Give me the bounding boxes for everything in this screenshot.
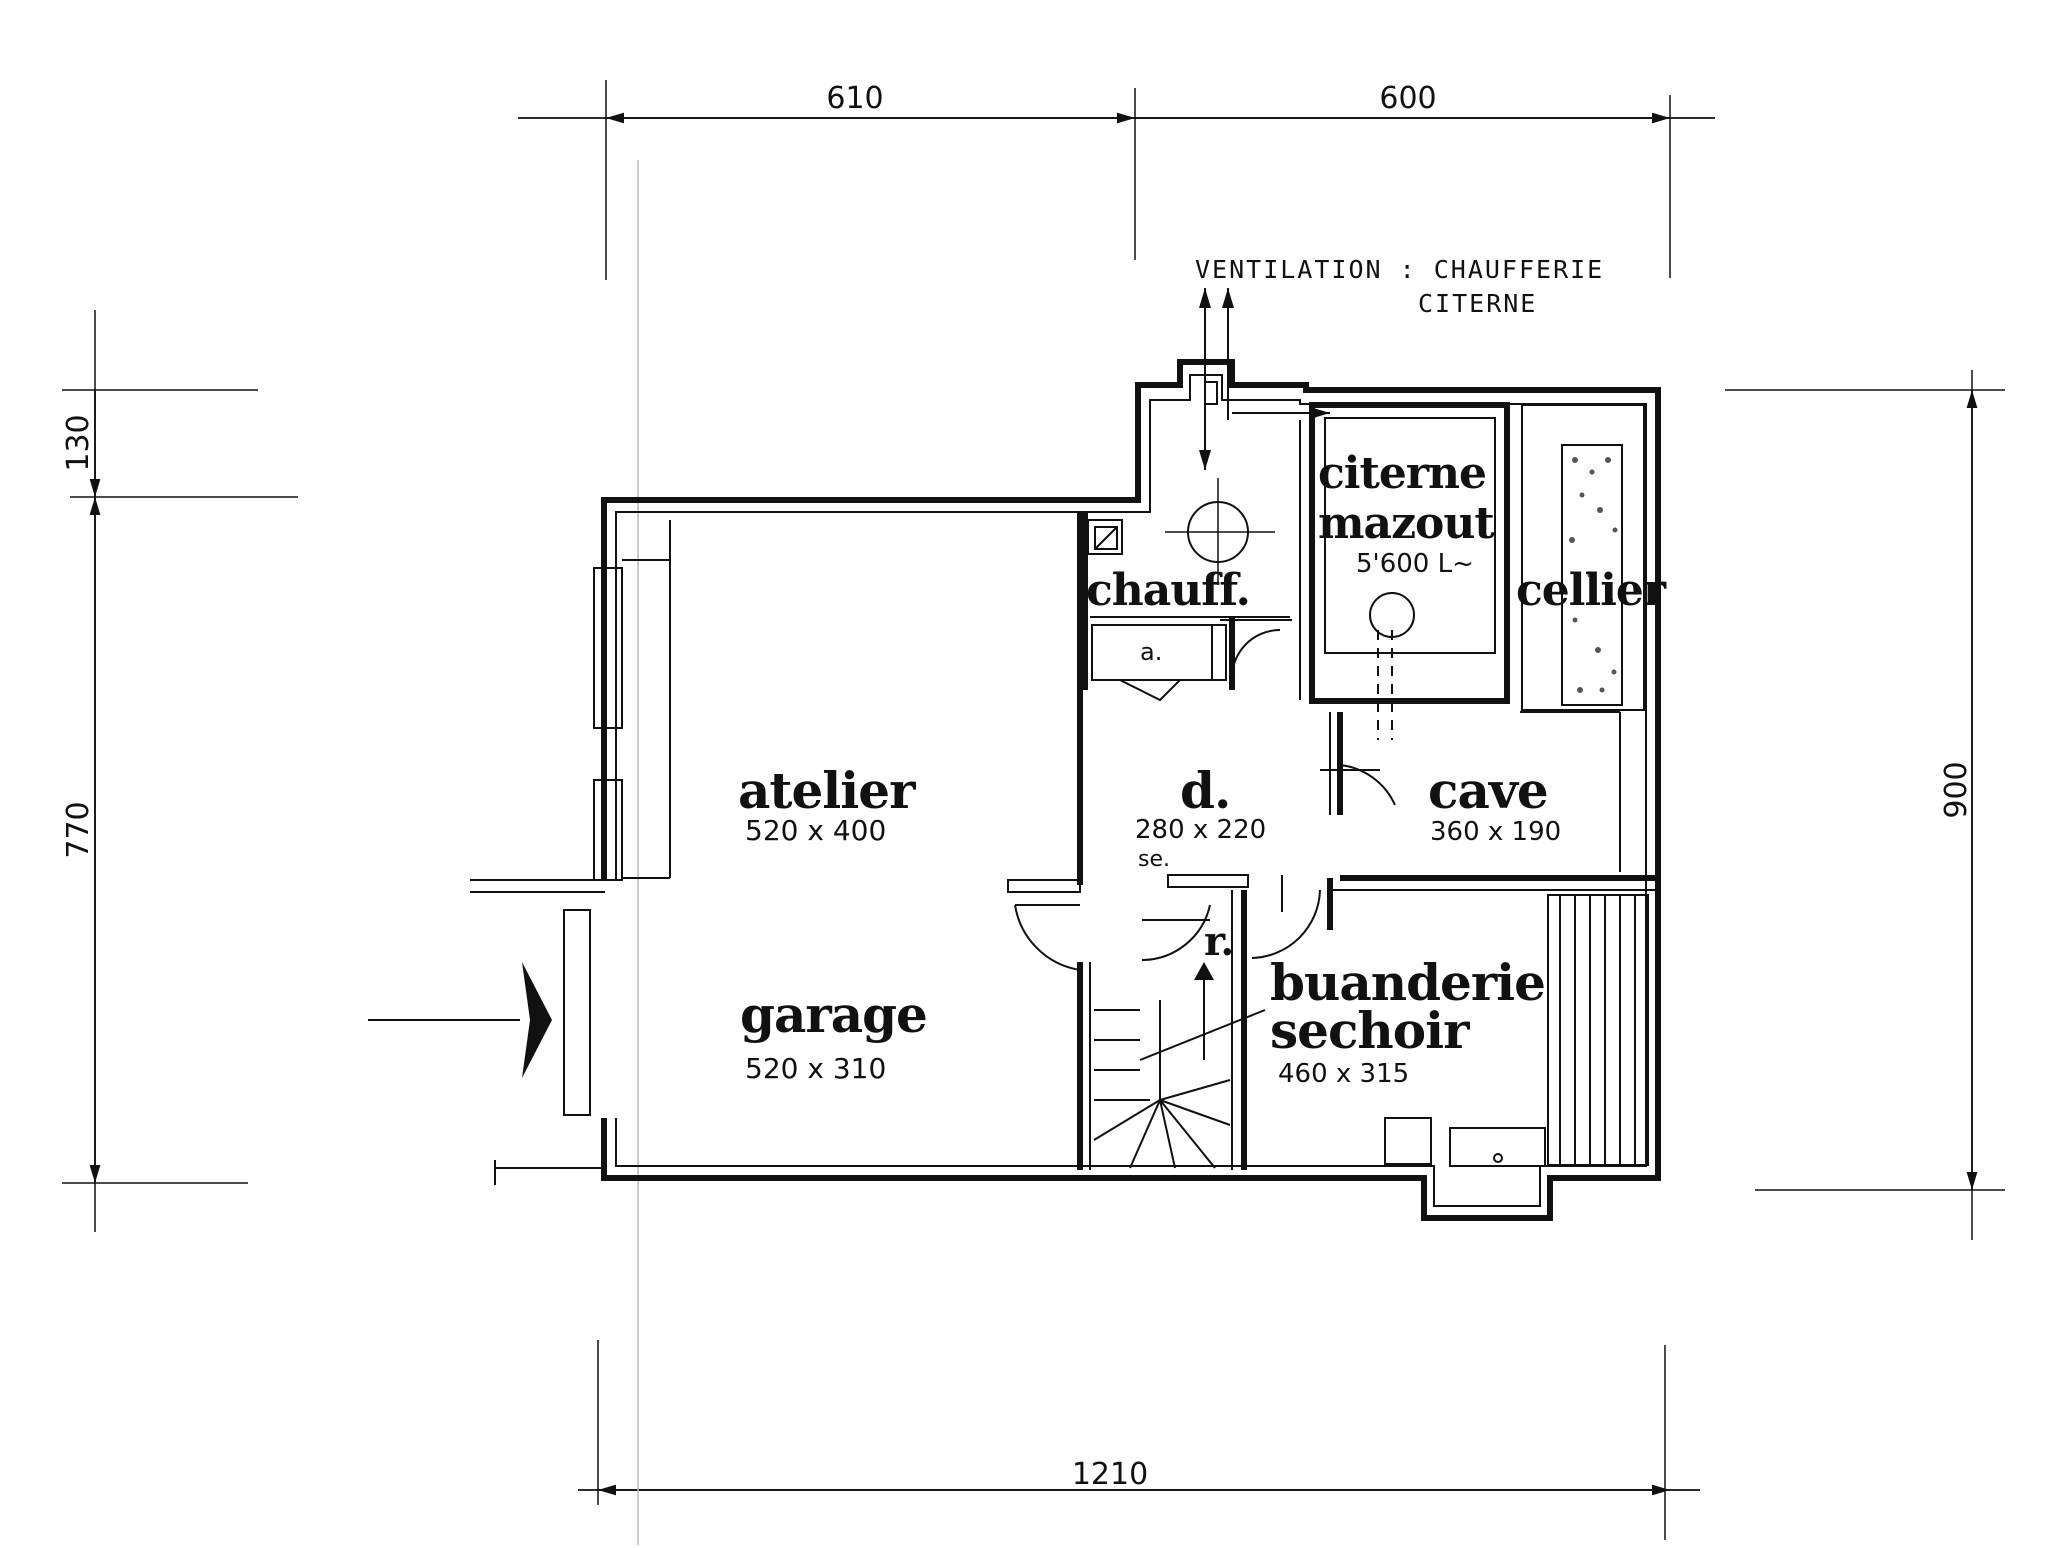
room-buanderie-size: 460 x 315 [1278,1059,1409,1089]
room-degagement-extra: se. [1138,847,1170,872]
room-citerne-name-2: mazout [1318,498,1495,549]
walls [368,359,1661,1221]
room-citerne-name-1: citerne [1318,448,1486,499]
dimension-lines [62,80,2005,1545]
room-buanderie-name-2: sechoir [1270,1001,1470,1060]
room-atelier-size: 520 x 400 [745,814,886,847]
room-garage-size: 520 x 310 [745,1052,886,1085]
room-armoire-name: a. [1140,638,1162,666]
dimension-top-right: 600 [1379,81,1436,116]
room-degagement-name: d. [1180,761,1230,820]
dimension-top-left: 610 [826,81,883,116]
dimension-bottom: 1210 [1072,1457,1148,1492]
room-atelier-name: atelier [738,761,916,820]
room-citerne-capacity: 5'600 L~ [1356,549,1474,579]
dimension-right: 900 [1939,761,1974,818]
dimension-left-upper: 130 [61,414,96,471]
room-buanderie-name-1: buanderie [1270,953,1545,1012]
room-cave-size: 360 x 190 [1430,817,1561,847]
room-chauff-name: chauff. [1086,565,1250,616]
cellier-hatching [1569,457,1618,693]
room-cave-name: cave [1428,761,1548,820]
room-garage-name: garage [740,985,927,1044]
room-escalier-name: r. [1204,918,1233,965]
room-degagement-size: 280 x 220 [1135,815,1266,845]
boiler-room-fixtures [1087,288,1415,740]
ventilation-note-line1: VENTILATION : CHAUFFERIE [1195,255,1604,284]
staircase [1093,962,1266,1169]
ventilation-note-line2: CITERNE [1418,289,1537,318]
room-cellier-name: cellier [1516,565,1667,616]
dimension-left-lower: 770 [61,801,96,858]
door-swings [1014,619,1396,971]
